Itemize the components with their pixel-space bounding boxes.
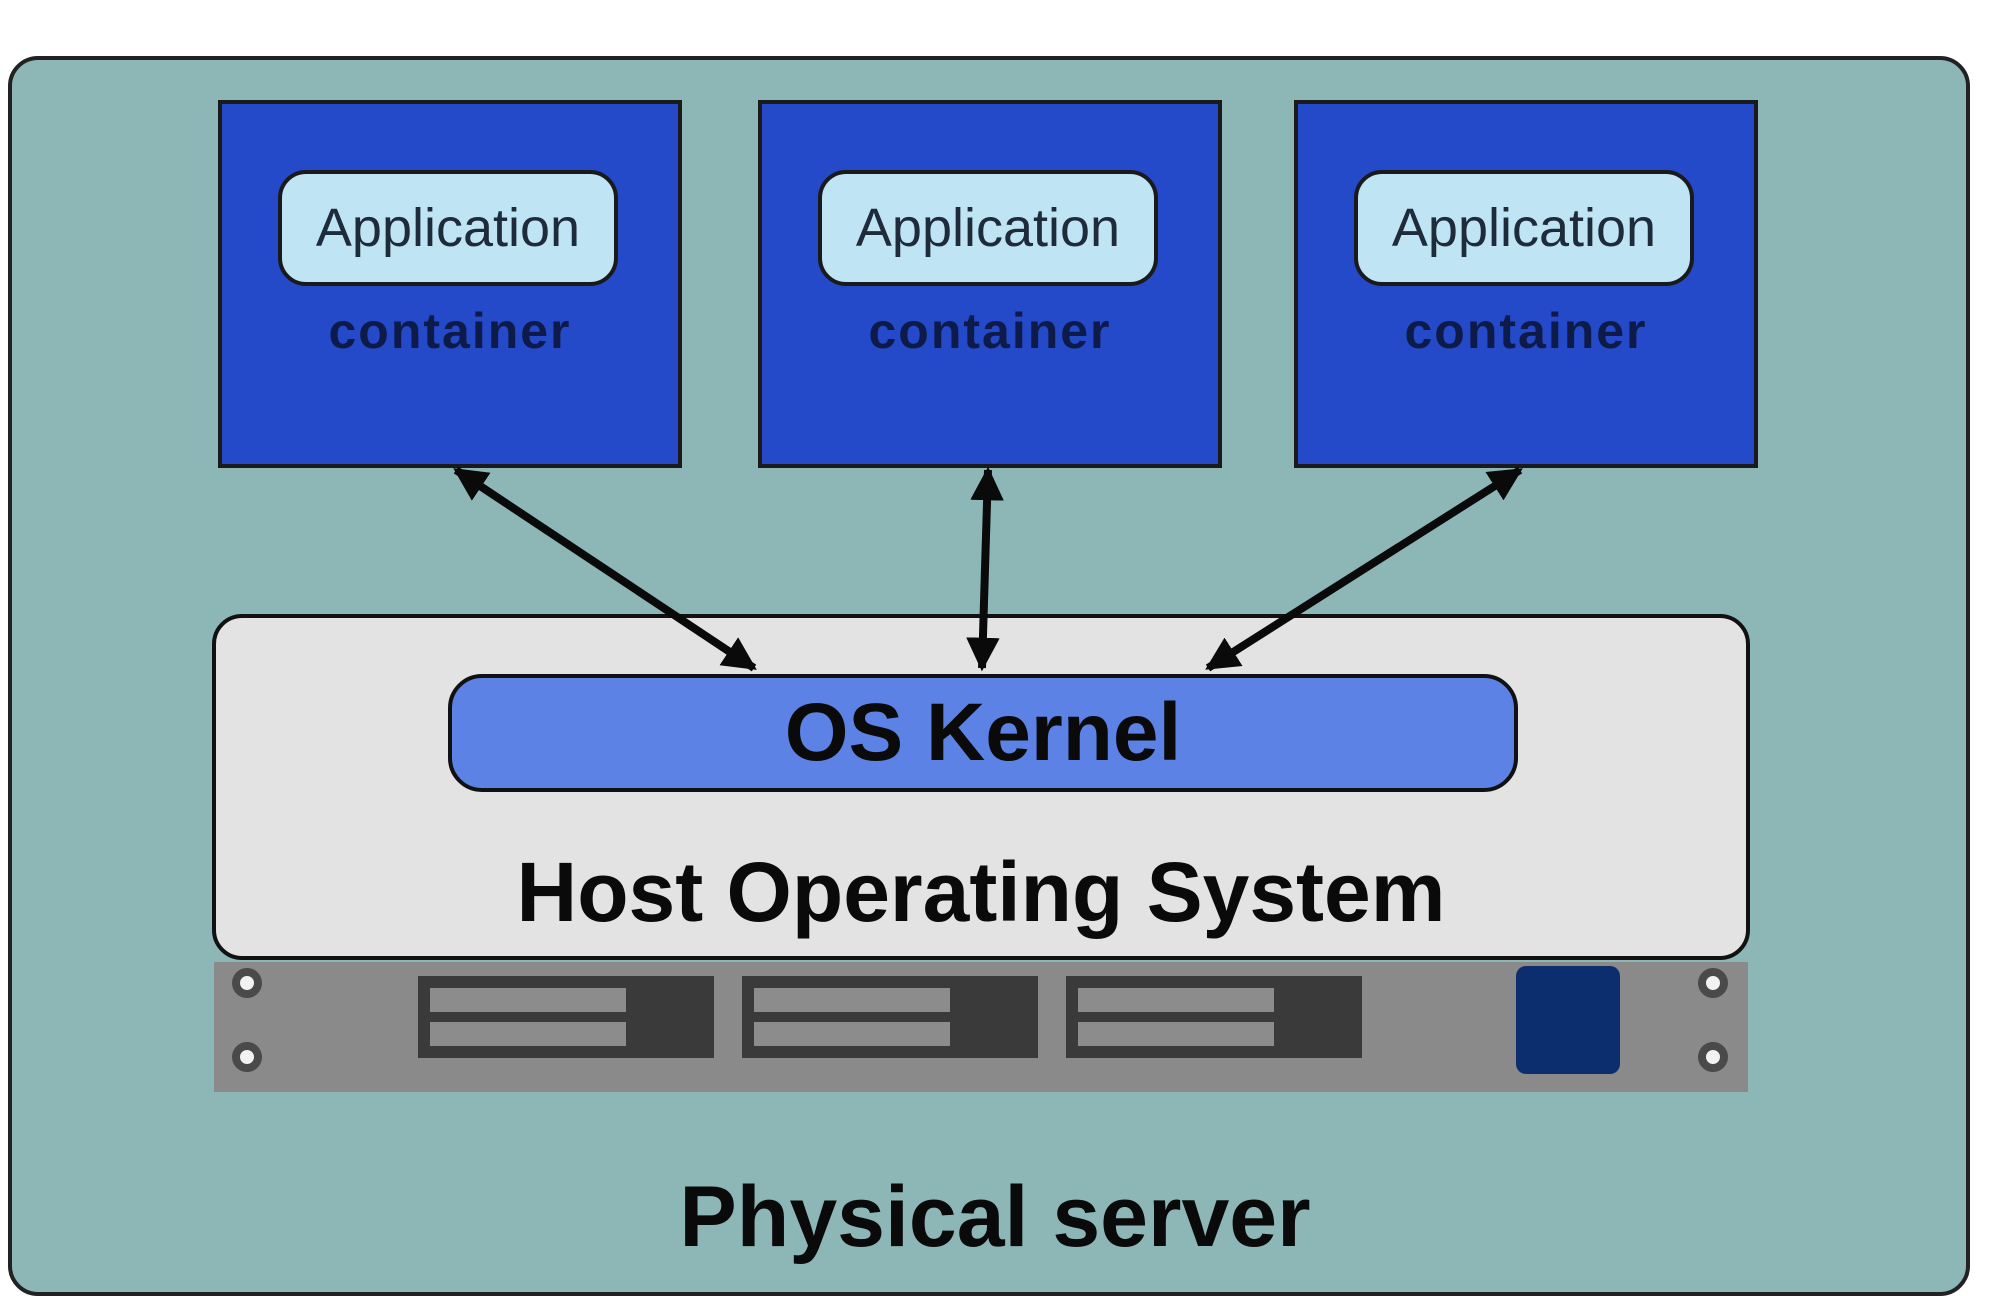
container-box-1: Application container: [218, 100, 682, 468]
host-operating-system-box: OS Kernel Host Operating System: [212, 614, 1750, 960]
rack-bolt-icon: [232, 968, 262, 998]
application-pill-2: Application: [818, 170, 1158, 286]
rack-bolt-icon: [232, 1042, 262, 1072]
drive-slot: [1078, 988, 1274, 1012]
container-label-3: container: [1404, 303, 1648, 359]
os-kernel-bar: OS Kernel: [448, 674, 1518, 792]
physical-server-label: Physical server: [679, 1169, 1311, 1265]
drive-slot: [1078, 1022, 1274, 1046]
host-os-label: Host Operating System: [516, 845, 1446, 939]
application-pill-3: Application: [1354, 170, 1694, 286]
drive-slot: [430, 988, 626, 1012]
bidirectional-arrow-left: [453, 466, 757, 672]
drive-slot: [430, 1022, 626, 1046]
application-pill-1: Application: [278, 170, 618, 286]
bidirectional-arrow-right: [1205, 466, 1523, 672]
bidirectional-arrow-center: [966, 466, 1004, 672]
rack-bolt-icon: [1698, 968, 1728, 998]
container-box-3: Application container: [1294, 100, 1758, 468]
drive-slot: [754, 988, 950, 1012]
drive-slot: [754, 1022, 950, 1046]
container-label-1: container: [328, 303, 572, 359]
drive-bay-2: [742, 976, 1038, 1058]
drive-bay-3: [1066, 976, 1362, 1058]
server-rack-unit: [214, 962, 1748, 1092]
drive-bay-1: [418, 976, 714, 1058]
power-button-icon: [1516, 966, 1620, 1074]
container-box-2: Application container: [758, 100, 1222, 468]
rack-bolt-icon: [1698, 1042, 1728, 1072]
container-label-2: container: [868, 303, 1112, 359]
